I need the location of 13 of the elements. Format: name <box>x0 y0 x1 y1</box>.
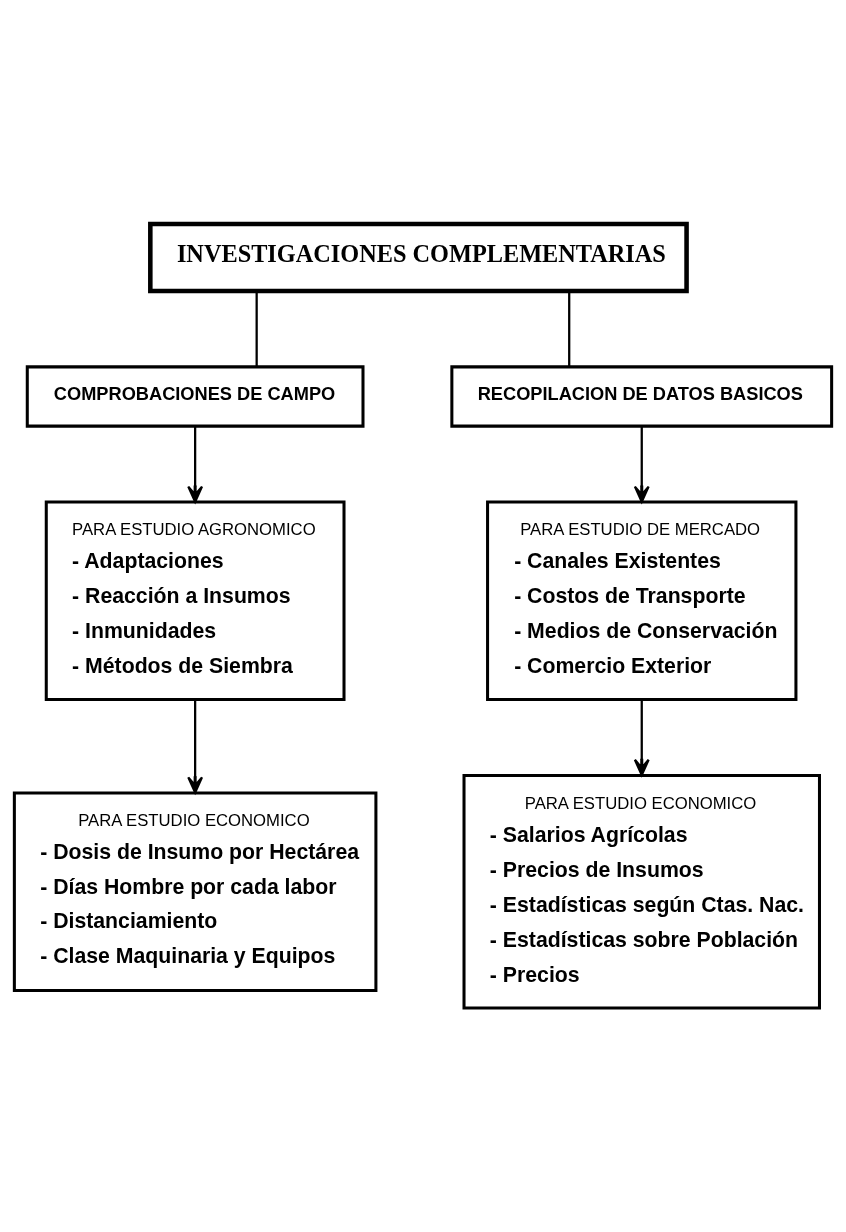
arrow <box>633 699 650 777</box>
arrow <box>187 426 204 503</box>
connector <box>568 291 571 367</box>
connector <box>255 291 258 367</box>
node-box: PARA ESTUDIO ECONOMICO - Salarios Agrícolas - Precios de Insumos - Estadísticas según Ctas. Nac. - Estadísticas sobre Población - Precios <box>462 774 821 1010</box>
node-box: PARA ESTUDIO DE MERCADO - Canales Existentes - Costos de Transporte - Medios de Conservación - Comercio Exterior <box>486 500 798 702</box>
node-box: COMPROBACIONES DE CAMPO <box>25 365 365 428</box>
node-box: INVESTIGACIONES COMPLEMENTARIAS <box>148 221 689 294</box>
node-box: PARA ESTUDIO AGRONOMICO - Adaptaciones - Reacción a Insumos - Inmunidades - Métodos de Siembra <box>44 500 346 702</box>
arrow <box>633 426 650 503</box>
node-box: PARA ESTUDIO ECONOMICO - Dosis de Insumo por Hectárea - Días Hombre por cada labor - Distanciamiento - Clase Maquinaria y Equipos <box>12 791 378 992</box>
arrow <box>187 699 204 794</box>
node-box: RECOPILACION DE DATOS BASICOS <box>450 365 834 428</box>
